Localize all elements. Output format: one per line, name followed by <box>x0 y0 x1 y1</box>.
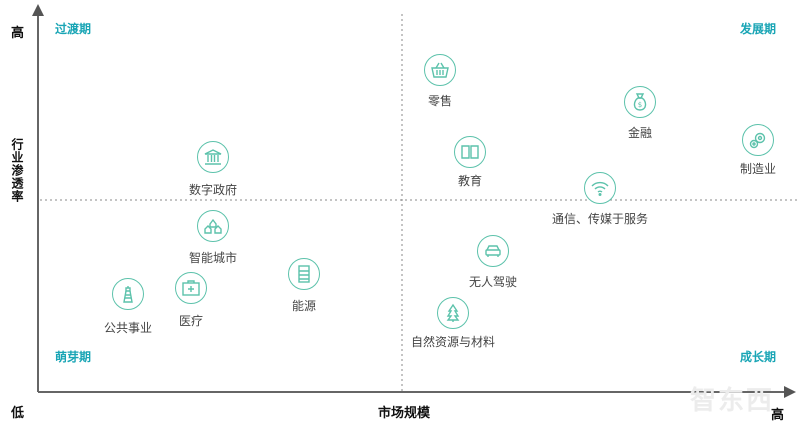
city-houses-icon <box>197 210 229 242</box>
government-building-icon <box>197 141 229 173</box>
item-label: 能源 <box>291 299 317 313</box>
item-label: 通信、传媒于服务 <box>551 212 649 226</box>
item-label: 教育 <box>457 174 483 188</box>
quadrant-label-emerging: 萌芽期 <box>55 350 92 364</box>
car-icon <box>477 235 509 267</box>
item-label: 数字政府 <box>188 183 238 197</box>
basket-icon <box>424 54 456 86</box>
book-icon <box>454 136 486 168</box>
item-label: 无人驾驶 <box>468 275 518 289</box>
item-label: 金融 <box>627 126 653 140</box>
item-label: 智能城市 <box>188 251 238 265</box>
quadrant-label-transition: 过渡期 <box>55 22 92 36</box>
item-label: 医疗 <box>178 314 204 328</box>
item-label: 公共事业 <box>103 321 153 335</box>
wifi-icon <box>584 172 616 204</box>
x-axis-title: 市场规模 <box>378 406 431 421</box>
y-axis-arrow <box>32 4 44 16</box>
gears-icon <box>742 124 774 156</box>
watermark: 智东西 <box>690 386 775 416</box>
item-label: 零售 <box>427 94 453 108</box>
x-high-label: 高 <box>771 408 785 423</box>
medical-kit-icon <box>175 272 207 304</box>
svg-text:$: $ <box>638 101 642 109</box>
item-label: 制造业 <box>739 162 777 176</box>
quadrant-label-development: 发展期 <box>740 22 777 36</box>
x-axis-arrow <box>784 386 796 398</box>
y-low-label: 低 <box>11 406 25 421</box>
battery-icon <box>288 258 320 290</box>
y-high-label: 高 <box>11 26 25 41</box>
quadrant-label-growth: 成长期 <box>740 350 777 364</box>
money-bag-icon: $ <box>624 86 656 118</box>
lighthouse-icon <box>112 278 144 310</box>
tree-icon <box>437 297 469 329</box>
item-label: 自然资源与材料 <box>410 335 496 349</box>
y-axis-title: 行业渗透率 <box>10 138 24 203</box>
